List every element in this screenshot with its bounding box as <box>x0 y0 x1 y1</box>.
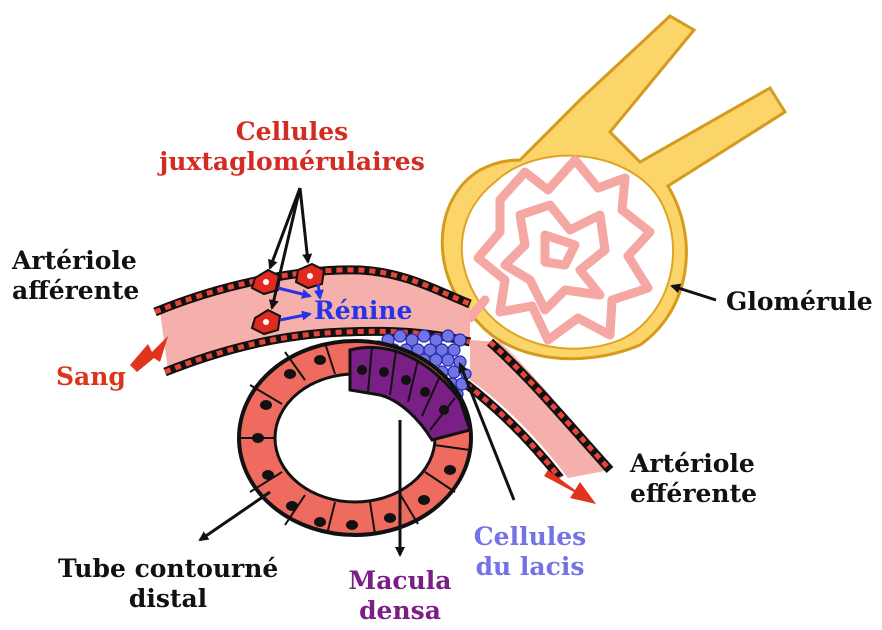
lacis-label-line1: Cellules <box>460 522 600 552</box>
glomerule-label: Glomérule <box>726 287 873 317</box>
juxtaglomerular-label-line1: Cellules <box>142 117 442 147</box>
juxtaglomerular-label-line2: juxtaglomérulaires <box>142 147 442 177</box>
renin-label: Rénine <box>314 296 412 326</box>
afferent-label-line2: afférente <box>12 276 139 306</box>
distal-tubule-label-line1: Tube contourné <box>58 554 278 584</box>
efferent-label-line1: Artériole <box>630 449 757 479</box>
lacis-label: Cellules du lacis <box>460 522 600 582</box>
juxtaglomerular-label: Cellules juxtaglomérulaires <box>142 117 442 177</box>
lacis-label-line2: du lacis <box>460 552 600 582</box>
afferent-arteriole-label: Artériole afférente <box>12 246 139 306</box>
blood-label: Sang <box>56 362 126 392</box>
macula-label-line1: Macula <box>340 566 460 596</box>
distal-tubule-label-line2: distal <box>58 584 278 614</box>
macula-densa-label: Macula densa <box>340 566 460 626</box>
efferent-arteriole-label: Artériole efférente <box>630 449 757 509</box>
distal-tubule-label: Tube contourné distal <box>58 554 278 614</box>
efferent-arteriole <box>466 340 610 478</box>
efferent-label-line2: efférente <box>630 479 757 509</box>
afferent-label-line1: Artériole <box>12 246 139 276</box>
macula-label-line2: densa <box>340 596 460 626</box>
